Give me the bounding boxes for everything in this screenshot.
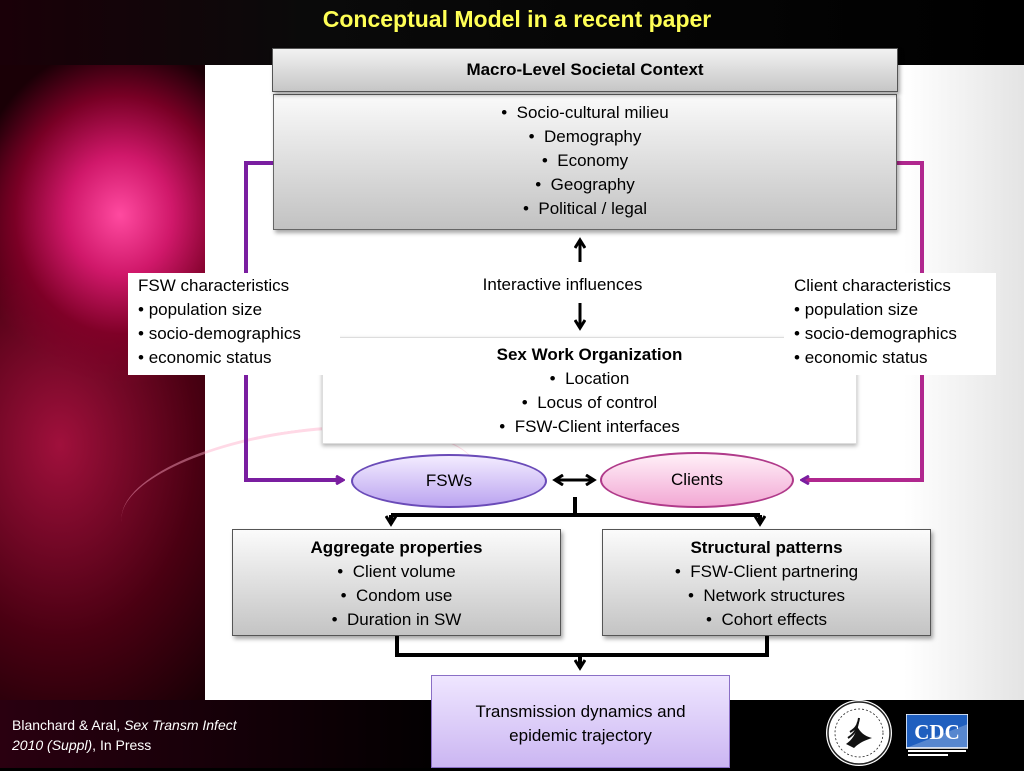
aggregate-item: Condom use (233, 584, 560, 608)
fsw-characteristics-box: FSW characteristics population size soci… (128, 273, 340, 375)
structural-item: Network structures (603, 584, 930, 608)
transmission-line-2: epidemic trajectory (509, 726, 652, 745)
citation-status: , In Press (92, 737, 152, 753)
swo-item: Location (323, 367, 856, 391)
structural-patterns-title: Structural patterns (690, 538, 843, 557)
background-magenta-image (0, 65, 240, 705)
fsws-oval: FSWs (351, 454, 547, 508)
interactive-influences-label: Interactive influences (482, 275, 643, 294)
split-connector (391, 497, 760, 517)
fsw-characteristics-title: FSW characteristics (138, 276, 290, 295)
cdc-logo-graphic: CDC (905, 713, 969, 756)
citation-authors: Blanchard & Aral, (12, 717, 121, 733)
slide-title: Conceptual Model in a recent paper (322, 6, 712, 32)
macro-item: Demography (274, 125, 896, 149)
client-characteristics-box: Client characteristics population size s… (784, 273, 996, 375)
macro-context-header: Macro-Level Societal Context (272, 48, 898, 92)
client-characteristic-item: population size (794, 298, 996, 322)
sex-work-organization-box: Sex Work Organization Location Locus of … (322, 337, 857, 444)
fsw-characteristic-item: socio-demographics (138, 322, 340, 346)
clients-oval: Clients (600, 452, 794, 508)
citation: Blanchard & Aral, Sex Transm Infect 2010… (12, 715, 312, 755)
fsw-characteristic-item: population size (138, 298, 340, 322)
macro-context-box: Socio-cultural milieu Demography Economy… (273, 94, 897, 230)
structural-item: Cohort effects (603, 608, 930, 632)
citation-journal: Sex Transm Infect (124, 717, 237, 733)
client-characteristics-title: Client characteristics (794, 276, 951, 295)
join-connector (395, 636, 769, 657)
aggregate-item: Client volume (233, 560, 560, 584)
macro-item: Socio-cultural milieu (274, 101, 896, 125)
macro-item: Geography (274, 173, 896, 197)
swo-item: FSW-Client interfaces (323, 415, 856, 439)
macro-item: Political / legal (274, 197, 896, 221)
svg-text:CDC: CDC (914, 720, 960, 744)
swo-item: Locus of control (323, 391, 856, 415)
hhs-seal-icon (826, 700, 892, 766)
macro-item: Economy (274, 149, 896, 173)
structural-item: FSW-Client partnering (603, 560, 930, 584)
structural-patterns-box: Structural patterns FSW-Client partnerin… (602, 529, 931, 636)
client-characteristic-item: economic status (794, 346, 996, 370)
citation-line-2: 2010 (Suppl), In Press (12, 735, 312, 755)
transmission-dynamics-box: Transmission dynamics and epidemic traje… (431, 675, 730, 768)
sex-work-organization-title: Sex Work Organization (496, 345, 683, 364)
fsw-characteristic-item: economic status (138, 346, 340, 370)
citation-issue: 2010 (Suppl) (12, 737, 93, 753)
citation-line-1: Blanchard & Aral, Sex Transm Infect (12, 715, 312, 735)
transmission-line-1: Transmission dynamics and (475, 702, 686, 721)
aggregate-item: Duration in SW (233, 608, 560, 632)
hhs-seal-graphic (827, 701, 891, 765)
client-characteristic-item: socio-demographics (794, 322, 996, 346)
aggregate-properties-box: Aggregate properties Client volume Condo… (232, 529, 561, 636)
aggregate-properties-title: Aggregate properties (310, 538, 483, 557)
cdc-logo-icon: CDC (905, 713, 969, 758)
